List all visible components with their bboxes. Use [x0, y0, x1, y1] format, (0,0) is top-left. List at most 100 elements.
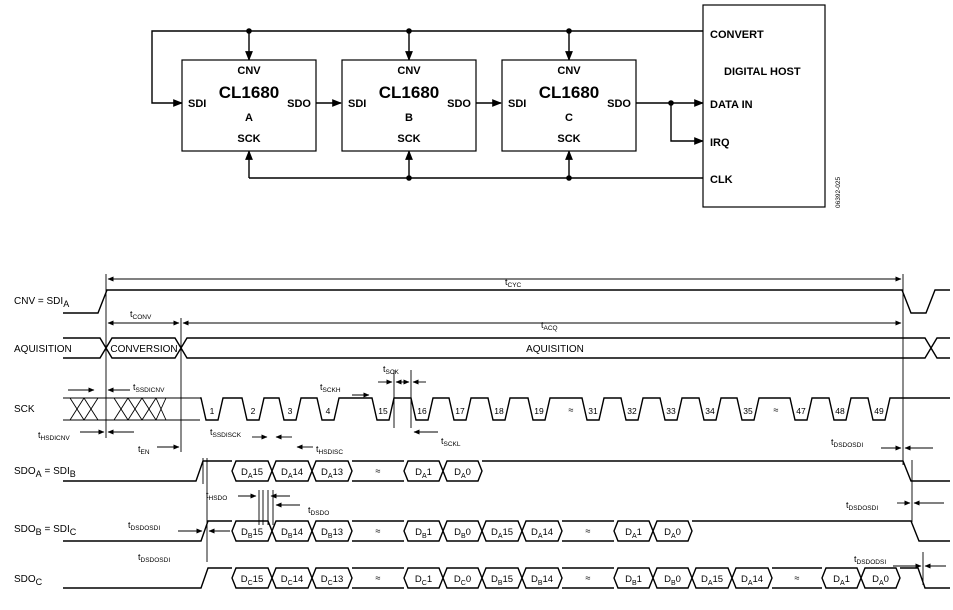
data-cell-label: DA14: [741, 574, 763, 587]
label-aquisition: AQUISITION: [14, 344, 72, 355]
chip-a-sck: SCK: [237, 133, 260, 145]
data-cell-label: DA0: [872, 574, 889, 587]
chip-a-letter: A: [245, 112, 253, 124]
timing-diagram: CNV = SDIA AQUISITION SCK SDOA = SDIB SD…: [14, 274, 950, 589]
bus-gap: [562, 567, 614, 589]
sdo-c-to-irq: [670, 103, 704, 145]
junction-dot: [566, 28, 572, 34]
data-cell-label: DA0: [454, 467, 471, 480]
sck-pulse-label: 15: [378, 406, 388, 416]
data-cell-label: DB1: [625, 574, 642, 587]
host-data-in-label: DATA IN: [710, 99, 753, 111]
data-cell-label: DA15: [241, 467, 263, 480]
tdsdo-label: tDSDO: [308, 505, 329, 517]
chip-b-letter: B: [405, 112, 413, 124]
sdoc-group-tail: [63, 567, 950, 589]
sck-pulse-label: 2: [251, 406, 256, 416]
sdoa-group-tail: [63, 460, 950, 482]
sck-pulse-label: 33: [666, 406, 676, 416]
data-cell-label: DC1: [415, 574, 432, 587]
data-cell-label: DB14: [281, 527, 303, 540]
break-mark: ≈: [774, 405, 779, 415]
phase-aquisition: AQUISITION: [526, 344, 584, 355]
data-cell-label: DA14: [531, 527, 553, 540]
chip-b-sdi: SDI: [348, 98, 366, 110]
bus-gap: [772, 567, 822, 589]
block-diagram: CNV CL1680 A SCK SDI SDO CNV CL1680 B SC…: [151, 4, 842, 208]
convert-bus: [151, 30, 703, 107]
data-cell-label: DB15: [241, 527, 263, 540]
tdsdosdi-label-1: tDSDOSDI: [831, 437, 863, 449]
data-cell-label: DC14: [281, 574, 304, 587]
break-mark: ≈: [376, 526, 381, 536]
chip-c-cnv: CNV: [557, 65, 581, 77]
phase-conversion: CONVERSION: [110, 344, 177, 355]
tdsdodsi-label: tDSDODSI: [854, 554, 886, 566]
break-mark: ≈: [795, 573, 800, 583]
break-mark: ≈: [376, 466, 381, 476]
break-mark: ≈: [569, 405, 574, 415]
tsckh-label: tSCKH: [320, 382, 341, 394]
chip-a: CNV CL1680 A SCK SDI SDO: [181, 59, 317, 152]
data-cell-label: DA15: [491, 527, 513, 540]
sck-pulse-label: 48: [835, 406, 845, 416]
tacq-label: tACQ: [541, 320, 558, 332]
junction-dot: [668, 100, 674, 106]
data-cell-label: DB13: [321, 527, 343, 540]
break-mark: ≈: [586, 573, 591, 583]
tdsdosdi-label-4: tDSDOSDI: [138, 552, 170, 564]
data-cell-label: DB1: [415, 527, 432, 540]
break-mark: ≈: [586, 526, 591, 536]
chip-c-title: CL1680: [539, 83, 599, 102]
sck-pulse-label: 32: [627, 406, 637, 416]
label-cnv-sdia: CNV = SDIA: [14, 296, 69, 309]
tcyc-label: tCYC: [505, 277, 522, 289]
label-sdoc: SDOC: [14, 574, 43, 587]
bus-gap: [562, 520, 614, 542]
wave-sdob: DB15 DB14 DB13 DB1 DB0 DA15 DA14 DA1 DA0 ≈ ≈: [63, 520, 950, 542]
junction-dot: [406, 175, 412, 181]
host-irq-label: IRQ: [710, 137, 730, 149]
wave-aquisition: [63, 337, 950, 359]
label-sdob-sdic: SDOB = SDIC: [14, 524, 77, 537]
chip-c-sck: SCK: [557, 133, 580, 145]
tssdicnv-label: tSSDICNV: [133, 382, 165, 394]
tdsdosdi-label-3: tDSDOSDI: [128, 520, 160, 532]
bus-gap: [352, 520, 404, 542]
sck-pulse-label: 49: [874, 406, 884, 416]
tsck-label: tSCK: [383, 364, 400, 376]
chip-a-sdo: SDO: [287, 98, 311, 110]
data-cell-label: DA13: [321, 467, 343, 480]
sck-pulse-label: 17: [455, 406, 465, 416]
sck-pulse-label: 4: [326, 406, 331, 416]
chip-c-letter: C: [565, 112, 573, 124]
data-cell-label: DA0: [664, 527, 681, 540]
chip-b: CNV CL1680 B SCK SDI SDO: [341, 59, 477, 152]
sck-dontcare: [63, 397, 200, 421]
junction-dot: [566, 175, 572, 181]
sdob-group-tail: [63, 520, 950, 542]
data-cell-label: DB0: [454, 527, 471, 540]
data-cell-label: DB14: [531, 574, 553, 587]
data-cell-label: DA1: [625, 527, 642, 540]
thsdisck-label: tHSDISC: [316, 444, 343, 456]
chip-b-sdo: SDO: [447, 98, 471, 110]
sdoc-group-cells: [231, 567, 901, 589]
thsdo-label: tHSDO: [206, 490, 227, 502]
sck-pulse-label: 31: [588, 406, 598, 416]
chip-b-title: CL1680: [379, 83, 439, 102]
timing-guides: [105, 274, 924, 585]
chip-c: CNV CL1680 C SCK SDI SDO: [501, 59, 637, 152]
sck-pulse-label: 16: [417, 406, 427, 416]
label-sck: SCK: [14, 404, 35, 415]
sck-pulse-label: 1: [210, 406, 215, 416]
tssdisck-label: tSSDISCK: [210, 427, 242, 439]
data-cell-label: DC13: [321, 574, 344, 587]
chip-b-sck: SCK: [397, 133, 420, 145]
chip-a-cnv: CNV: [237, 65, 261, 77]
chip-a-sdi: SDI: [188, 98, 206, 110]
